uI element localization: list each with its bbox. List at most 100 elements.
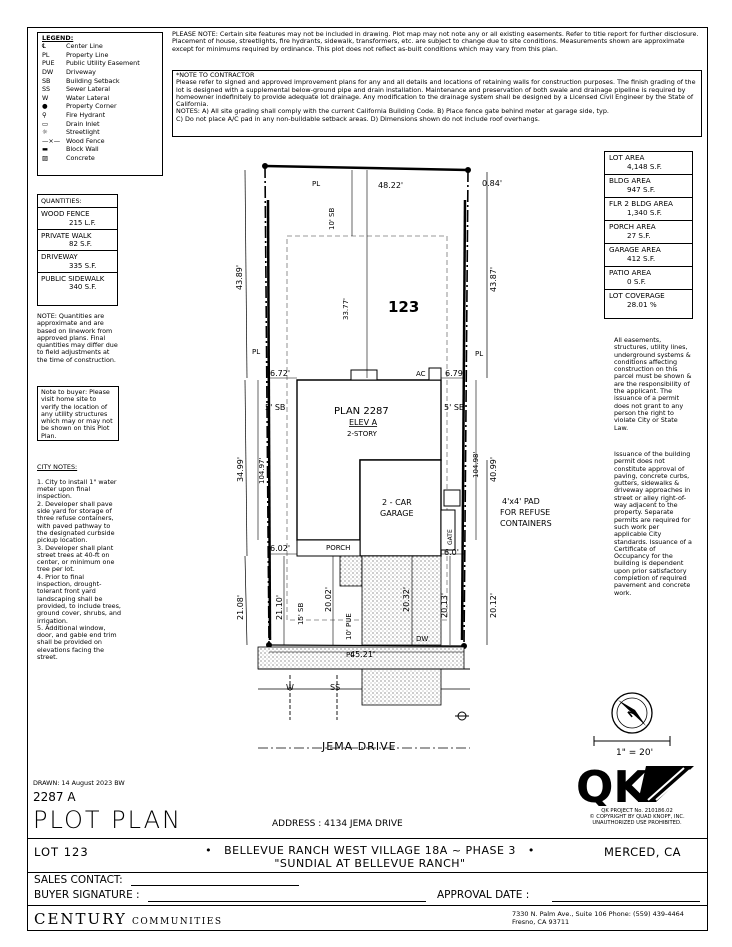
dim-left-porch: 6.02' — [270, 544, 290, 553]
approval-date-line — [552, 901, 700, 902]
contractor-note-box: *NOTE TO CONTRACTOR Please refer to sign… — [172, 70, 702, 137]
qk-logo: QK — [576, 762, 694, 806]
buyer-signature-row: BUYER SIGNATURE : — [34, 889, 140, 901]
address-label: ADDRESS : — [272, 819, 322, 829]
legend-item: ▭Drain Inlet — [42, 120, 158, 129]
contractor-notes-1: NOTES: A) All site grading shall comply … — [176, 107, 609, 116]
area-label: GARAGE AREA — [609, 245, 661, 254]
refuse-pad-label: CONTAINERS — [500, 519, 552, 528]
company-logo: CENTURY COMMUNITIES — [34, 909, 223, 928]
area-value: 412 S.F. — [627, 253, 656, 263]
wood-fence — [264, 164, 469, 172]
dim-rear-sb: 10' SB — [328, 208, 336, 231]
dim-front-sb: 15' SB — [297, 603, 305, 626]
refuse-pad-label: FOR REFUSE — [500, 508, 550, 517]
plan-name: PLAN 2287 — [334, 406, 389, 417]
buyer-signature-line — [148, 901, 426, 902]
dim-pue: 10' PUE — [345, 613, 353, 640]
company-name: CENTURY — [34, 910, 127, 928]
contractor-note-title: *NOTE TO CONTRACTOR — [176, 71, 255, 79]
contractor-notes-2: C) Do not place A/C pad in any non-build… — [176, 114, 540, 123]
legend-label: Center Line — [66, 42, 103, 51]
dimension-line — [244, 379, 248, 557]
quantities-title: QUANTITIES: — [38, 195, 117, 209]
wood-fence — [460, 199, 467, 641]
area-value: 0 S.F. — [627, 276, 646, 286]
drawn-by: DRAWN: 14 August 2023 BW — [33, 779, 125, 787]
city-notes-body: 1. City to install 1" water meter upon f… — [37, 477, 121, 662]
garage-label: 2 - CAR — [382, 498, 412, 507]
lot-number: 123 — [388, 298, 419, 316]
pl-label: PL — [346, 651, 354, 659]
legend-item: PL Property Line — [42, 51, 158, 60]
gate — [440, 509, 456, 551]
qk-logo-stripes — [647, 767, 685, 801]
legend-item: ▬Block Wall — [42, 145, 158, 154]
legend-item: —×—Wood Fence — [42, 137, 158, 146]
legend-label: Block Wall — [66, 145, 99, 154]
project-name-block: • BELLEVUE RANCH WEST VILLAGE 18A ~ PHAS… — [150, 844, 590, 870]
legend-label: Fire Hydrant — [66, 111, 106, 120]
contractor-note-body: Please refer to signed and approved impr… — [176, 78, 696, 109]
dim-right-upper: 43.87' — [489, 267, 498, 292]
dim-right-sb: 5' SB — [444, 403, 464, 412]
qk-copyright: © COPYRIGHT BY QUAD KNOPF, INC. — [589, 814, 685, 820]
area-label: LOT AREA — [609, 153, 645, 162]
legend-symbol: SS — [42, 85, 51, 94]
legend-symbol: ▨ — [42, 154, 49, 163]
quantity-label: DRIVEWAY — [41, 253, 78, 262]
legend-label: Building Setback — [66, 76, 120, 85]
qk-logo-stripes — [655, 769, 691, 801]
drawing-frame — [27, 27, 708, 931]
area-value: 28.01 % — [627, 299, 657, 309]
refuse-pad-label: 4'x4' PAD — [502, 497, 540, 506]
quantity-value: 215 L.F. — [69, 218, 96, 227]
pl-label: PL — [252, 348, 260, 356]
qk-credits: QK PROJECT No. 210186.02 © COPYRIGHT BY … — [576, 808, 698, 826]
driveway-approach — [361, 668, 442, 706]
private-walk — [339, 555, 363, 587]
legend-symbol: SB — [42, 76, 51, 85]
legend-label: Streetlight — [66, 128, 100, 137]
gate-label: GATE — [447, 529, 454, 545]
plan-code: 2287 A — [33, 790, 76, 804]
plot-plan-title: PLOT PLAN — [33, 806, 182, 834]
dim-dw-depth: 20.32' — [402, 587, 411, 612]
legend-label: Driveway — [66, 68, 96, 77]
legend-label: Concrete — [66, 154, 95, 163]
legend-label: Sewer Lateral — [66, 85, 111, 94]
address-value: 4134 JEMA DRIVE — [324, 819, 403, 829]
buyer-signature-label: BUYER SIGNATURE : — [34, 889, 140, 901]
sewer-lateral-label: SS — [330, 683, 340, 692]
area-value: 947 S.F. — [627, 184, 656, 194]
property-line-front — [268, 644, 465, 647]
legend-title: LEGEND: — [42, 34, 74, 42]
qk-unauthorized: UNAUTHORIZED USE PROHIBITED. — [592, 820, 682, 826]
dimension-line — [244, 555, 248, 646]
property-corner — [266, 642, 272, 648]
legend-symbol: ☼ — [42, 128, 48, 137]
company-address: 7330 N. Palm Ave., Suite 106 Phone: (559… — [512, 910, 684, 926]
legend-label: Drain Inlet — [66, 119, 100, 128]
area-value: 4,148 S.F. — [627, 161, 662, 171]
area-value: 27 S.F. — [627, 230, 651, 240]
driveway — [361, 555, 442, 646]
legend-symbol: ● — [42, 102, 48, 111]
legend-label: Property Line — [66, 50, 109, 59]
north-arrow-circle — [611, 692, 653, 734]
easement-note: All easements, structures, utility lines… — [614, 336, 692, 432]
dim-left-mid: 34.99' — [236, 457, 245, 482]
elevation: ELEV A — [349, 418, 378, 427]
quantity-value: 82 S.F. — [69, 240, 92, 249]
legend-symbol: PL — [42, 50, 50, 59]
